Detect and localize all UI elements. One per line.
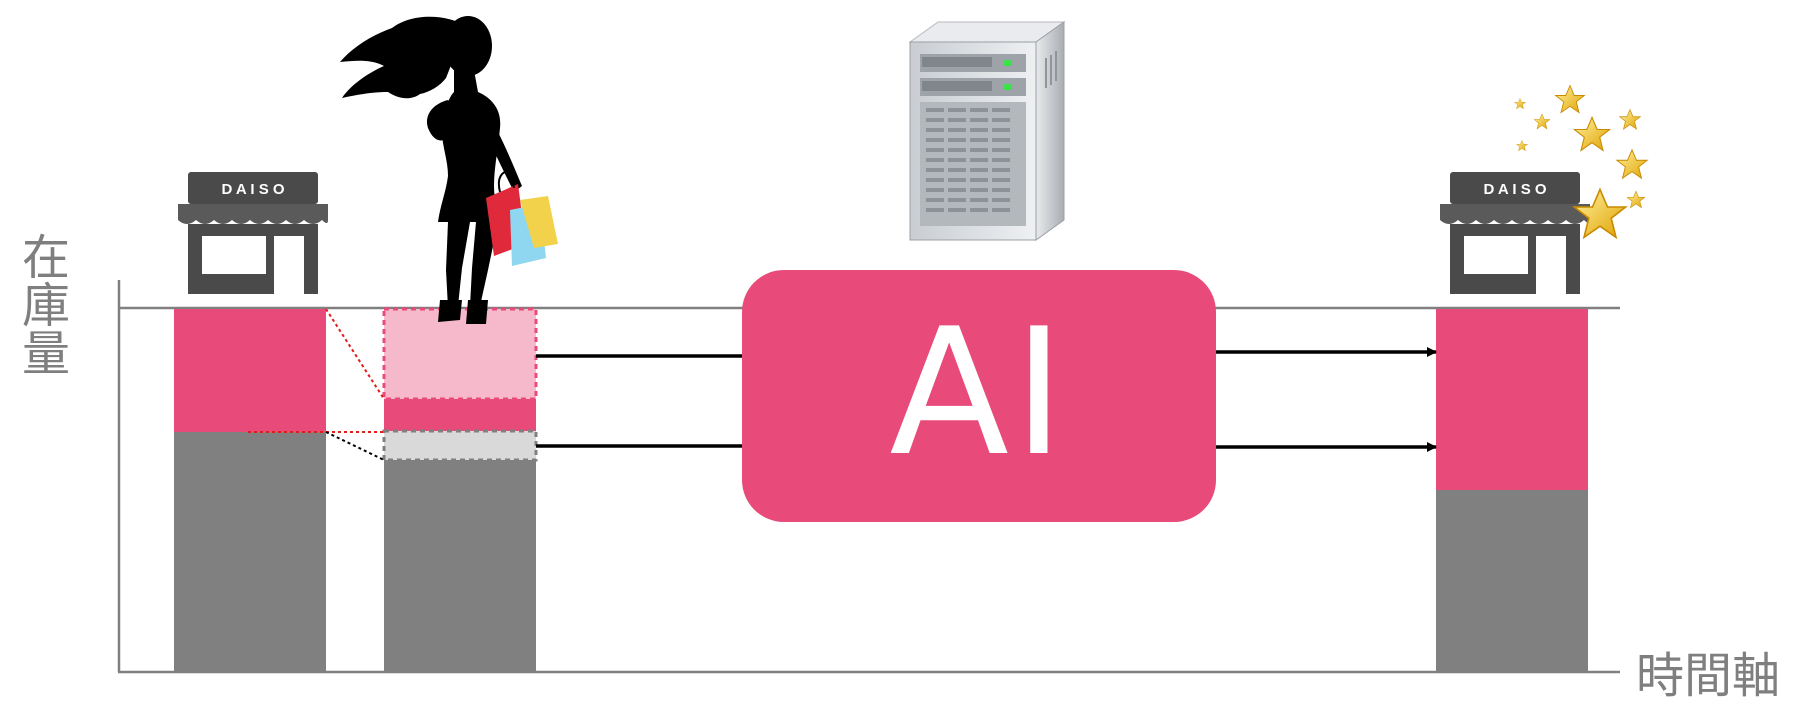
y-axis-label: 在庫量 <box>13 232 69 376</box>
bar-after-sold-gray <box>382 429 538 462</box>
store-sign-text: D A I S O <box>1483 181 1546 198</box>
bar-initial-pink <box>174 309 326 432</box>
bar-initial-stock <box>174 309 326 672</box>
stars-icon <box>1513 84 1649 240</box>
connector-red-diagonal <box>325 308 385 400</box>
ai-box: AI <box>742 270 1216 522</box>
bar-after-pink <box>384 399 536 431</box>
store-icon: D A I S O <box>178 172 328 294</box>
bar-initial-gray <box>174 432 326 672</box>
ai-label: AI <box>889 291 1069 495</box>
x-axis-label: 時間軸 <box>1636 648 1781 704</box>
bar-optimized-gray <box>1436 490 1588 672</box>
bar-after-sales <box>382 307 538 672</box>
bar-after-gray <box>384 460 536 672</box>
server-icon <box>908 21 1066 241</box>
bar-ai-optimized <box>1436 309 1588 672</box>
bar-optimized-pink <box>1436 309 1588 490</box>
store-sign-text: D A I S O <box>221 181 284 198</box>
store-icon: D A I S O <box>1440 172 1590 294</box>
connector-black-diagonal <box>325 431 385 461</box>
shopper-silhouette-icon <box>340 16 558 324</box>
bar-after-sold-pink <box>382 307 538 401</box>
